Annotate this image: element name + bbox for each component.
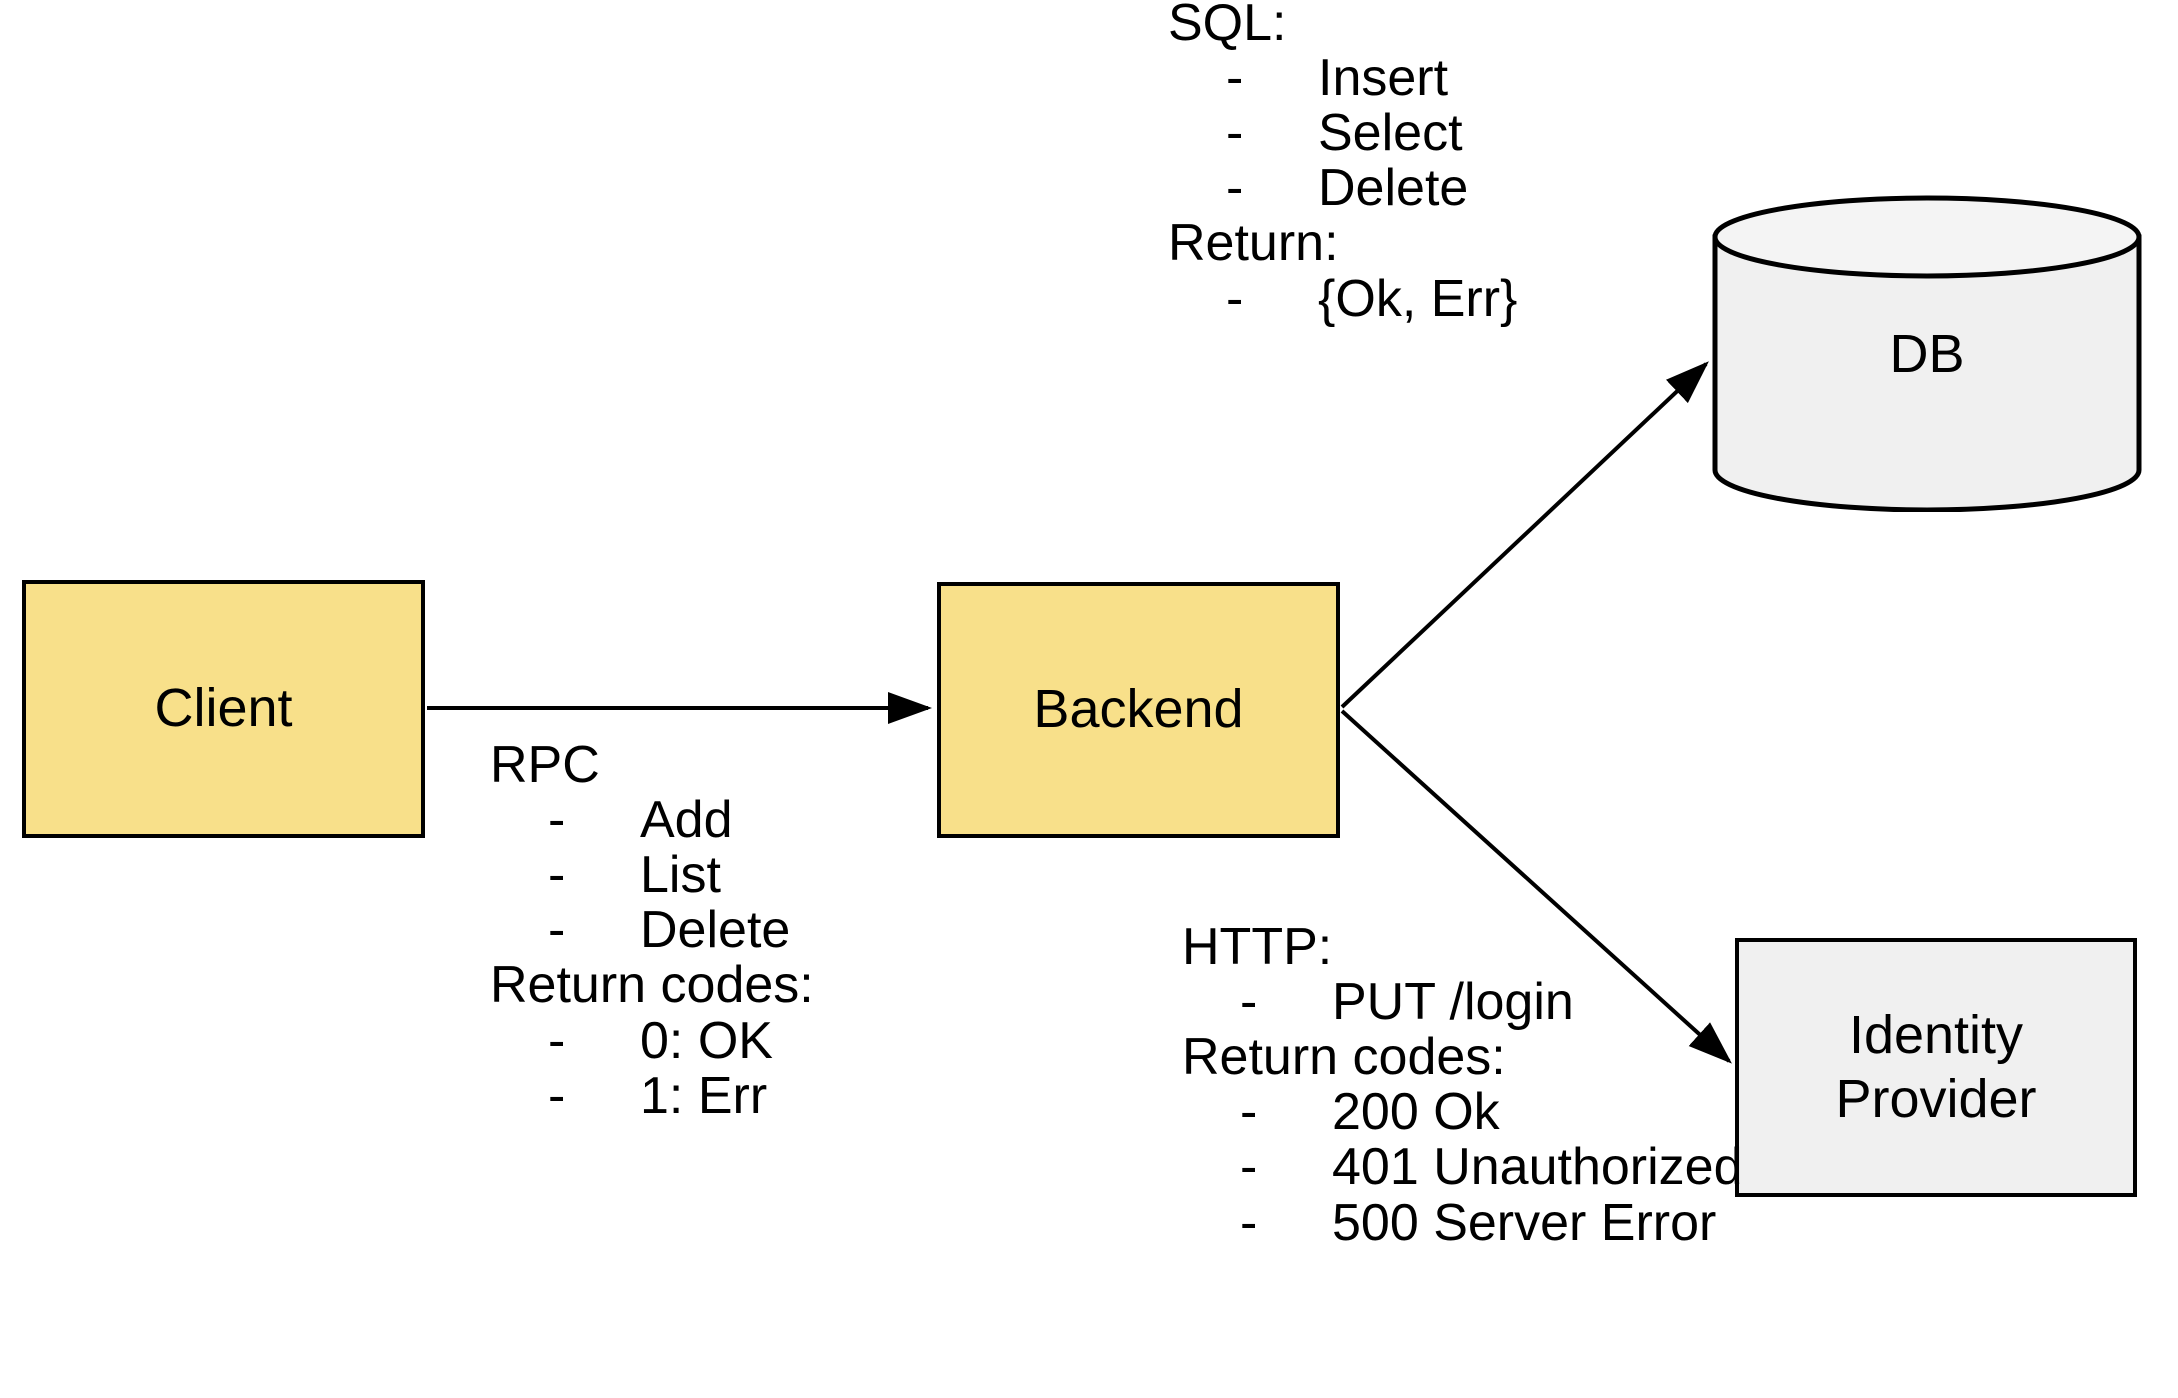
annotation-rpc-item-label: List bbox=[640, 846, 721, 905]
annotation-http-return-label: 401 Unauthorized bbox=[1332, 1138, 1743, 1197]
annotation-sql-return-label: {Ok, Err} bbox=[1318, 269, 1518, 328]
annotation-rpc-item: - List bbox=[490, 848, 814, 903]
annotation-http-return-label: 500 Server Error bbox=[1332, 1193, 1717, 1252]
annotation-rpc-return-item: - 0: OK bbox=[490, 1011, 814, 1070]
annotation-http-return-item: - 500 Server Error bbox=[1182, 1193, 1743, 1252]
node-backend-label: Backend bbox=[1033, 679, 1244, 740]
bullet-dash: - bbox=[1240, 1193, 1258, 1252]
bullet-dash: - bbox=[1226, 159, 1244, 218]
annotation-http-return-item: - 200 Ok bbox=[1182, 1085, 1743, 1140]
bullet-dash: - bbox=[548, 846, 566, 905]
annotation-sql-returns-heading: Return: bbox=[1168, 214, 1339, 273]
annotation-rpc-return-item: - 1: Err bbox=[490, 1066, 814, 1125]
annotation-sql-item-label: Delete bbox=[1318, 159, 1469, 218]
annotation-sql-return-item: - {Ok, Err} bbox=[1168, 269, 1518, 328]
bullet-dash: - bbox=[548, 1011, 566, 1070]
annotation-rpc-returns-heading: Return codes: bbox=[490, 956, 814, 1015]
annotation-http: HTTP: -PUT /login Return codes: -200 Ok … bbox=[1182, 918, 1743, 1252]
bullet-dash: - bbox=[1240, 1083, 1258, 1142]
annotation-sql-item: - Select bbox=[1168, 106, 1517, 161]
node-client[interactable]: Client bbox=[22, 580, 425, 838]
annotation-rpc: RPC - Add - List - Delete Return codes: - 0:… bbox=[490, 736, 814, 1125]
annotation-sql-heading: SQL: bbox=[1168, 0, 1287, 52]
annotation-rpc-item: - Add bbox=[490, 791, 814, 850]
db-cylinder-top bbox=[1712, 195, 2142, 279]
annotation-rpc-return-label: 0: OK bbox=[640, 1011, 773, 1070]
annotation-rpc-item: - Delete bbox=[490, 903, 814, 958]
annotation-sql: SQL: - Insert - Select - Delete Return: - {O… bbox=[1168, 0, 1517, 327]
node-db[interactable] bbox=[1712, 195, 2142, 512]
db-cylinder-body bbox=[1712, 234, 2142, 512]
annotation-http-item: - PUT /login bbox=[1182, 973, 1743, 1032]
bullet-dash: - bbox=[548, 791, 566, 850]
annotation-rpc-return-label: 1: Err bbox=[640, 1066, 768, 1125]
annotation-sql-item: - Delete bbox=[1168, 161, 1517, 216]
annotation-rpc-heading: RPC bbox=[490, 736, 600, 794]
bullet-dash: - bbox=[548, 901, 566, 960]
bullet-dash: - bbox=[1226, 49, 1244, 108]
annotation-rpc-item-label: Add bbox=[640, 791, 733, 850]
node-identity-provider[interactable]: Identity Provider bbox=[1735, 938, 2137, 1197]
annotation-sql-item: - Insert bbox=[1168, 49, 1517, 108]
edge-backend-to-db bbox=[1340, 361, 1709, 709]
annotation-http-return-item: - 401 Unauthorized bbox=[1182, 1140, 1743, 1195]
annotation-sql-item-label: Insert bbox=[1318, 49, 1449, 108]
bullet-dash: - bbox=[548, 1066, 566, 1125]
annotation-http-heading: HTTP: bbox=[1182, 918, 1333, 976]
node-backend[interactable]: Backend bbox=[937, 582, 1340, 838]
annotation-rpc-item-label: Delete bbox=[640, 901, 791, 960]
bullet-dash: - bbox=[1240, 1138, 1258, 1197]
annotation-http-returns-heading: Return codes: bbox=[1182, 1028, 1506, 1087]
annotation-http-item-label: PUT /login bbox=[1332, 973, 1574, 1032]
annotation-sql-item-label: Select bbox=[1318, 104, 1463, 163]
node-client-label: Client bbox=[154, 678, 293, 739]
bullet-dash: - bbox=[1240, 973, 1258, 1032]
bullet-dash: - bbox=[1226, 104, 1244, 163]
bullet-dash: - bbox=[1226, 269, 1244, 328]
annotation-http-return-label: 200 Ok bbox=[1332, 1083, 1500, 1142]
node-identity-provider-label: Identity Provider bbox=[1835, 1004, 2037, 1129]
